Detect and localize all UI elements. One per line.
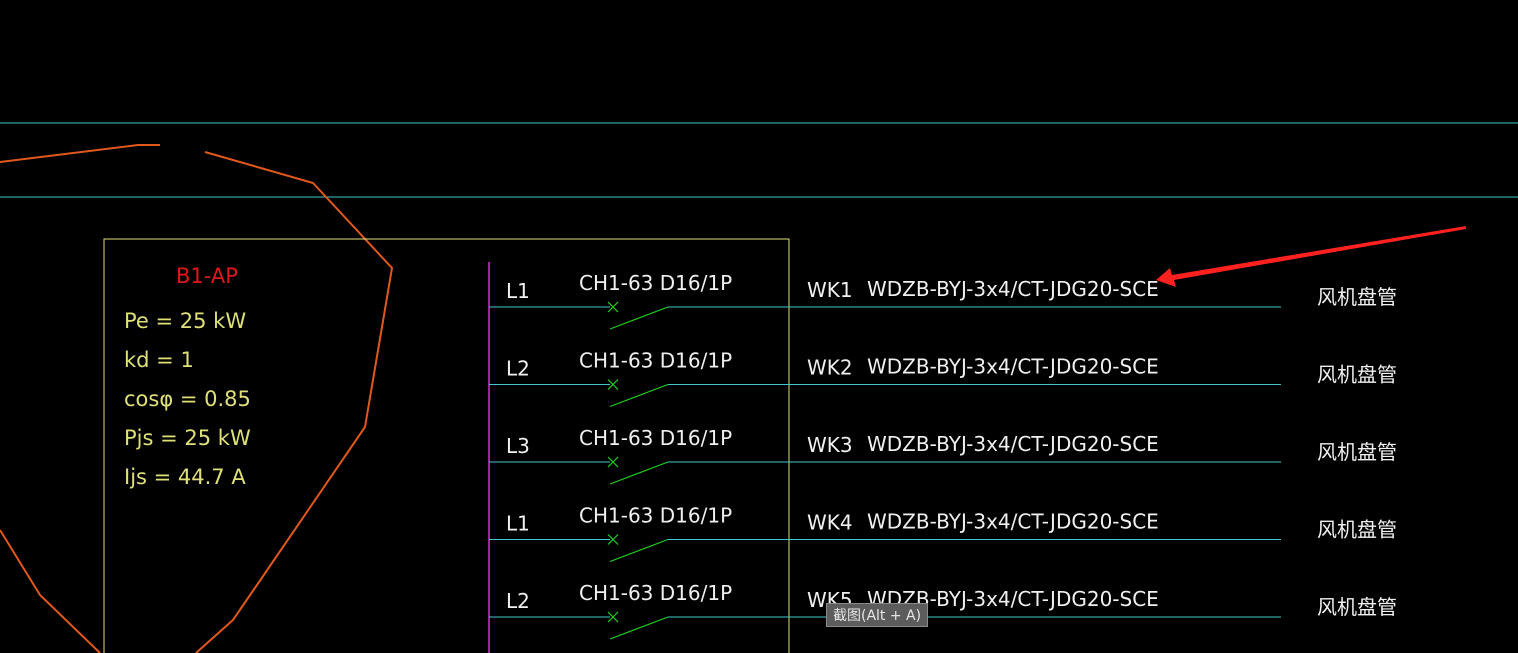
circuit-row[interactable]: L2 CH1-63 D16/1P WK2 WDZB-BYJ-3x4/CT-JDG20-… <box>489 349 1397 408</box>
cable-spec: WDZB-BYJ-3x4/CT-JDG20-SCE <box>867 432 1159 456</box>
cable-spec: WDZB-BYJ-3x4/CT-JDG20-SCE <box>867 277 1159 301</box>
panel-param: Pjs = 25 kW <box>124 426 251 450</box>
phase-label: L2 <box>506 357 530 381</box>
breaker-symbol <box>607 456 669 485</box>
phase-label: L1 <box>506 279 530 303</box>
phase-label: L3 <box>506 434 530 458</box>
breaker-symbol <box>607 379 669 408</box>
circuit-row[interactable]: L1 CH1-63 D16/1P WK1 WDZB-BYJ-3x4/CT-JDG20-… <box>489 271 1397 330</box>
circuit-row[interactable]: L3 CH1-63 D16/1P WK3 WDZB-BYJ-3x4/CT-JDG20-… <box>489 426 1397 485</box>
breaker-label: CH1-63 D16/1P <box>579 504 732 528</box>
circuit-id: WK3 <box>807 433 853 457</box>
breaker-symbol <box>607 611 669 640</box>
annotation-arrow[interactable] <box>1156 226 1466 287</box>
load-description: 风机盘管 <box>1317 518 1397 542</box>
load-description: 风机盘管 <box>1317 285 1397 309</box>
breaker-label: CH1-63 D16/1P <box>579 349 732 373</box>
breaker-label: CH1-63 D16/1P <box>579 426 732 450</box>
load-description: 风机盘管 <box>1317 440 1397 464</box>
panel-param: kd = 1 <box>124 348 194 372</box>
phase-label: L2 <box>506 589 530 613</box>
circuit-row[interactable]: L1 CH1-63 D16/1P WK4 WDZB-BYJ-3x4/CT-JDG20-… <box>489 504 1397 563</box>
panel-param: cosφ = 0.85 <box>124 387 251 411</box>
cable-spec: WDZB-BYJ-3x4/CT-JDG20-SCE <box>867 510 1159 534</box>
load-description: 风机盘管 <box>1317 595 1397 619</box>
load-description: 风机盘管 <box>1317 363 1397 387</box>
panel-param: Pe = 25 kW <box>124 309 246 333</box>
circuit-id: WK2 <box>807 356 853 380</box>
breaker-label: CH1-63 D16/1P <box>579 581 732 605</box>
cable-spec: WDZB-BYJ-3x4/CT-JDG20-SCE <box>867 355 1159 379</box>
revision-cloud-outline <box>0 144 160 163</box>
screenshot-tooltip: 截图(Alt + A) <box>826 603 929 627</box>
circuit-id: WK4 <box>807 511 853 535</box>
circuit-id: WK1 <box>807 278 853 302</box>
phase-label: L1 <box>506 512 530 536</box>
revision-cloud-outline-left <box>0 529 101 653</box>
panel-name: B1-AP <box>176 264 238 288</box>
breaker-symbol <box>607 534 669 563</box>
revision-cloud-outline-right <box>195 151 394 653</box>
breaker-symbol <box>607 301 669 330</box>
panel-param: Ijs = 44.7 A <box>124 465 246 489</box>
breaker-label: CH1-63 D16/1P <box>579 271 732 295</box>
panel-frame <box>103 238 790 653</box>
